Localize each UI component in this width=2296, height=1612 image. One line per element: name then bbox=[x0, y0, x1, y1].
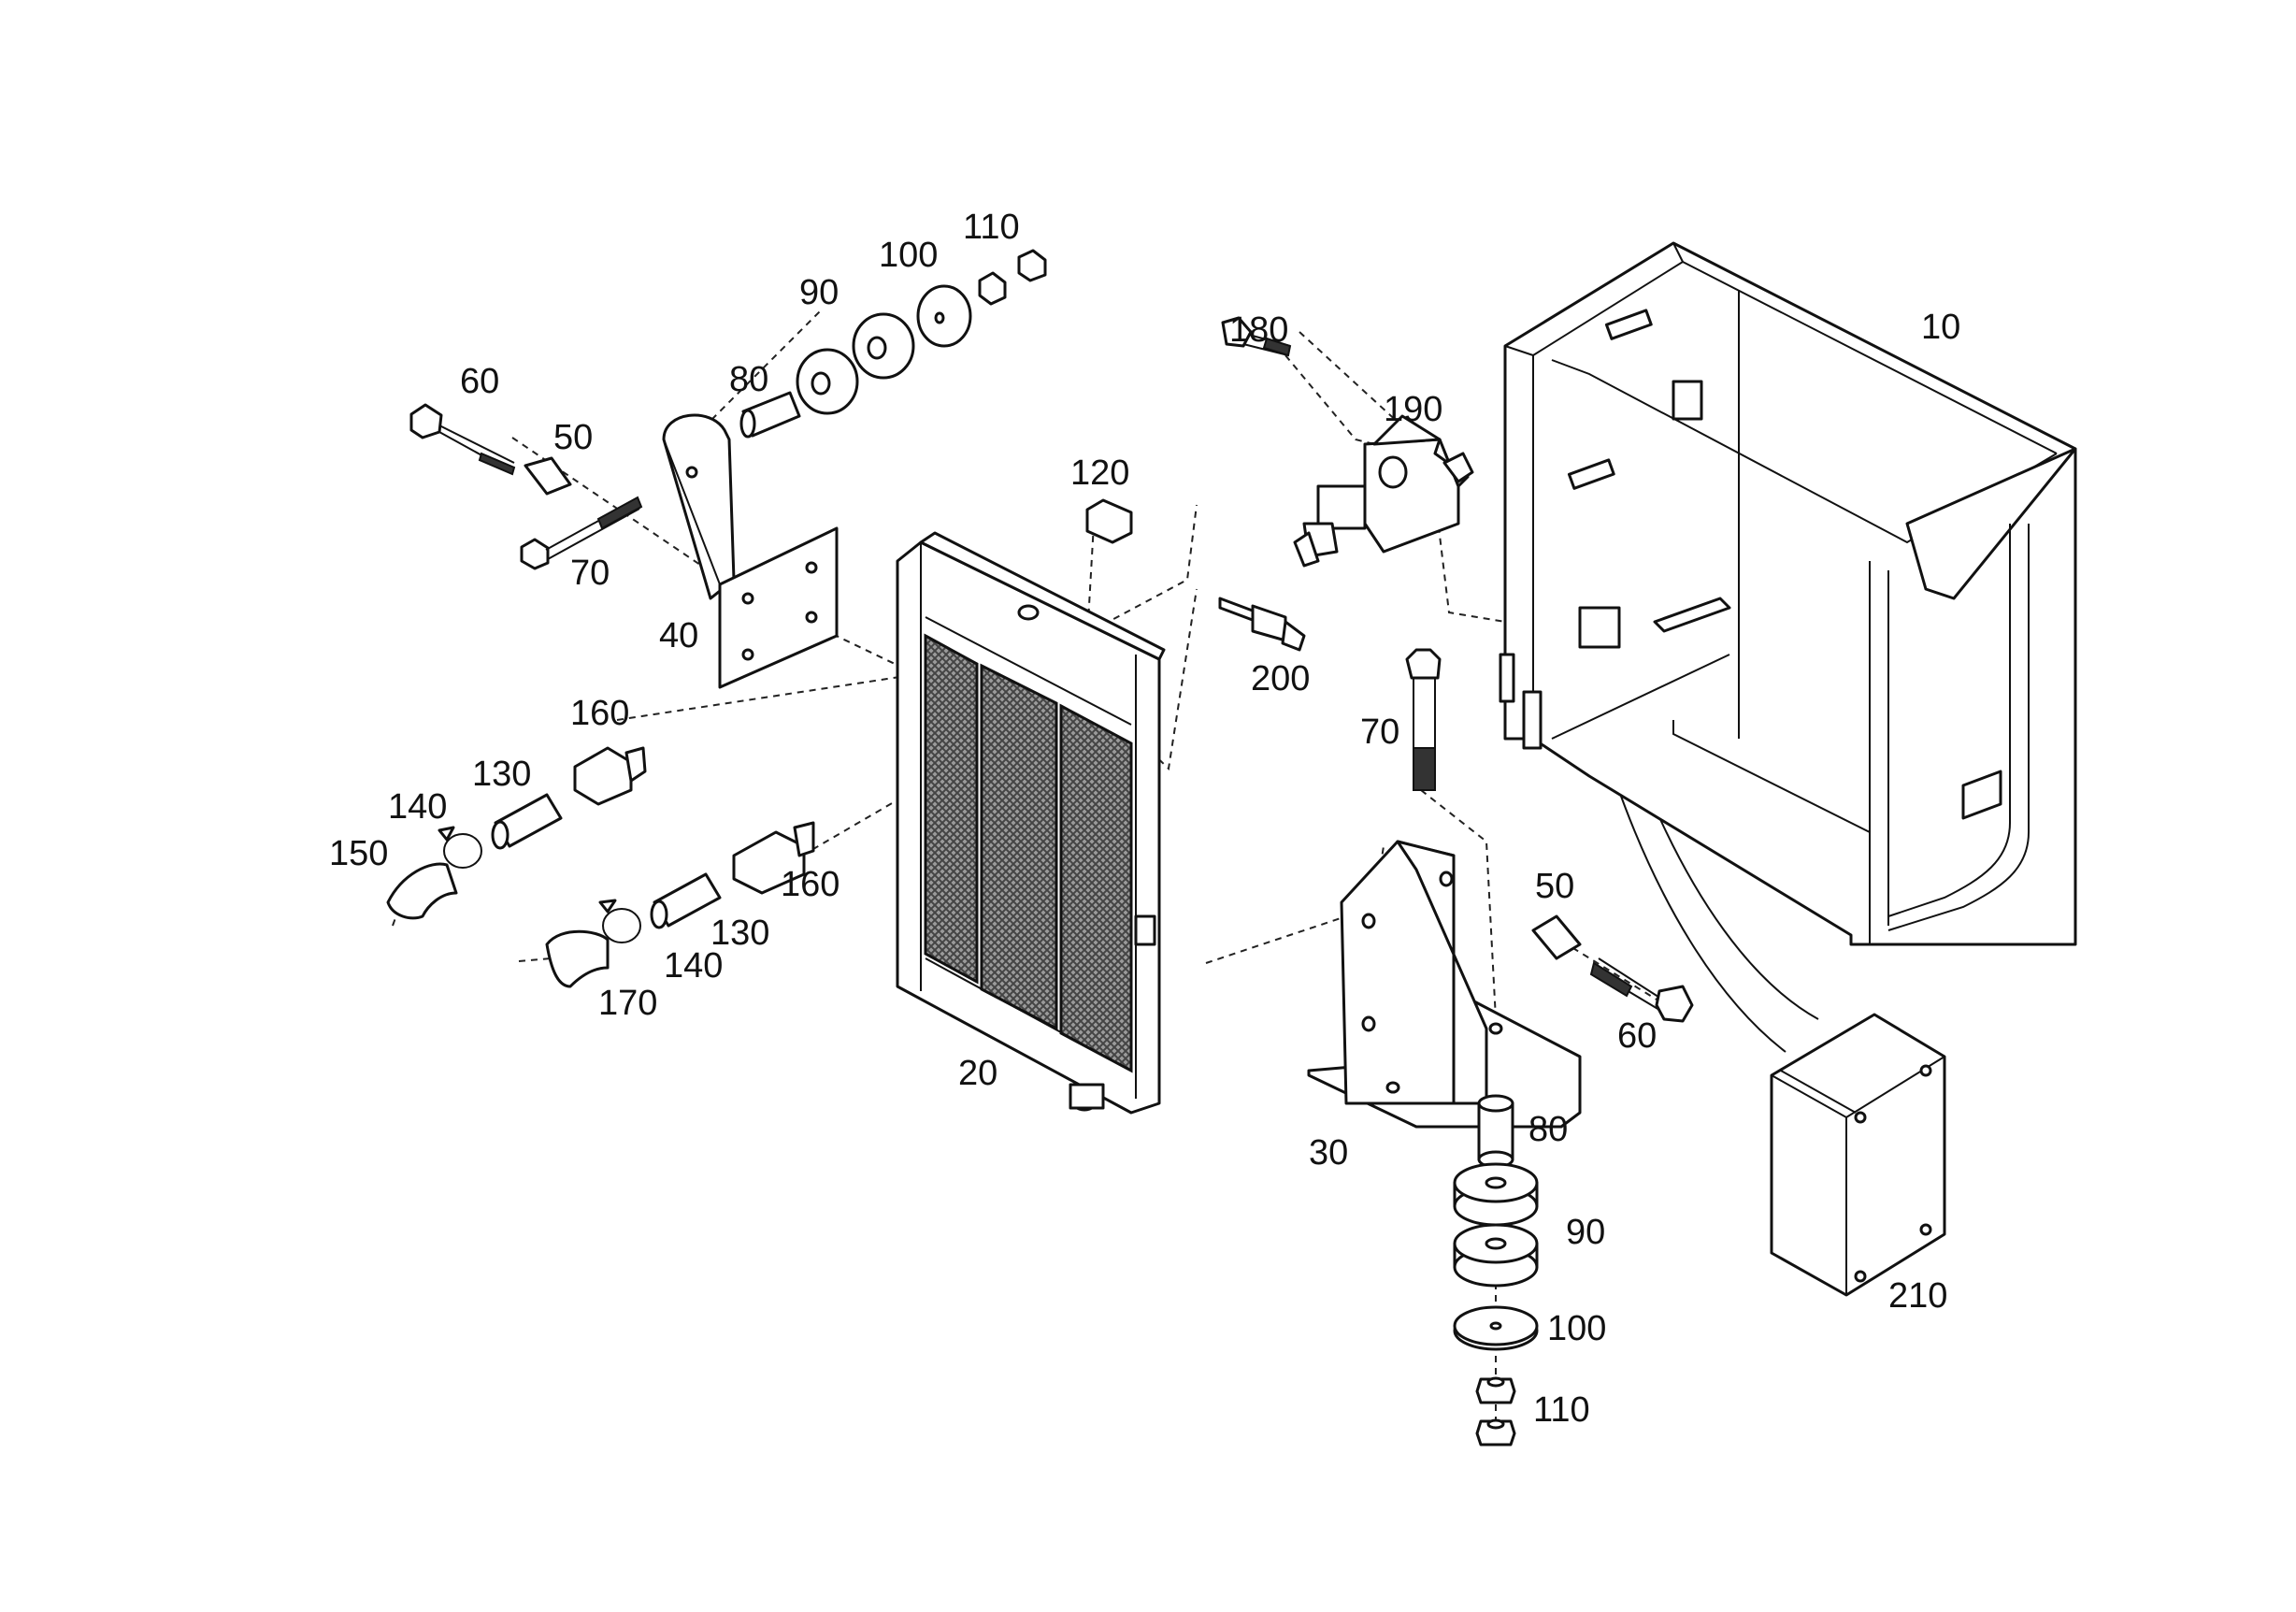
callout-100-top: 100 bbox=[879, 236, 938, 275]
elbow-170 bbox=[545, 929, 610, 988]
spacer-80-bottom bbox=[1477, 1094, 1514, 1169]
adapter-160-lower bbox=[732, 821, 815, 895]
callout-170: 170 bbox=[598, 984, 657, 1023]
washer-100-bottom bbox=[1453, 1305, 1539, 1351]
hose-130-lower bbox=[650, 872, 722, 929]
bolt-70-top bbox=[520, 496, 643, 570]
callout-labels: 10 20 30 40 50 50 60 60 70 70 80 80 90 9… bbox=[329, 208, 1960, 1430]
spacer-50-right bbox=[1531, 914, 1582, 960]
callout-140-lower: 140 bbox=[664, 946, 723, 986]
control-box-210 bbox=[1770, 1013, 1946, 1297]
callout-130-upper: 130 bbox=[472, 755, 531, 794]
mount-90-bottom bbox=[1453, 1162, 1539, 1288]
callout-90-top: 90 bbox=[799, 273, 839, 312]
mounting-bracket bbox=[1307, 840, 1582, 1129]
mount-90-top bbox=[796, 312, 915, 415]
callout-160-lower: 160 bbox=[781, 865, 839, 904]
washer-100-top bbox=[916, 284, 972, 348]
spacer-50-top bbox=[524, 456, 572, 496]
callout-50-top: 50 bbox=[553, 418, 593, 457]
callout-70-top: 70 bbox=[570, 554, 610, 593]
radiator-core bbox=[896, 531, 1166, 1115]
callout-50-right: 50 bbox=[1535, 867, 1574, 906]
callout-20: 20 bbox=[958, 1054, 997, 1093]
elbow-150 bbox=[386, 862, 458, 920]
adapter-160-upper bbox=[573, 746, 647, 806]
clamp-140-upper bbox=[438, 826, 482, 869]
callout-80-top: 80 bbox=[729, 360, 768, 399]
callout-10: 10 bbox=[1921, 308, 1960, 347]
callout-80-bottom: 80 bbox=[1528, 1110, 1568, 1149]
callout-30: 30 bbox=[1309, 1133, 1348, 1173]
callout-70-vertical: 70 bbox=[1360, 712, 1399, 752]
bolt-60-right bbox=[1589, 957, 1694, 1023]
plug-120 bbox=[1085, 498, 1133, 544]
callout-40: 40 bbox=[659, 616, 698, 655]
spacer-80-top bbox=[739, 391, 801, 439]
clamp-140-lower bbox=[598, 899, 641, 943]
bolt-60-top bbox=[409, 403, 516, 476]
callout-60-top: 60 bbox=[460, 362, 499, 401]
plate-bracket bbox=[662, 413, 839, 689]
callout-180: 180 bbox=[1229, 310, 1288, 350]
hose-130-upper bbox=[491, 793, 563, 850]
callout-90-bottom: 90 bbox=[1566, 1213, 1605, 1252]
callout-110-top: 110 bbox=[963, 208, 1020, 247]
callout-110-bottom: 110 bbox=[1533, 1390, 1590, 1430]
screw-180 bbox=[1221, 316, 1292, 357]
callout-100-bottom: 100 bbox=[1547, 1309, 1606, 1348]
callout-150: 150 bbox=[329, 834, 388, 873]
valve-190 bbox=[1293, 414, 1474, 568]
callout-160-upper: 160 bbox=[570, 694, 629, 733]
callout-200: 200 bbox=[1251, 659, 1310, 698]
callout-120: 120 bbox=[1070, 453, 1129, 493]
callout-190: 190 bbox=[1384, 390, 1442, 429]
housing-frame bbox=[1499, 241, 2077, 946]
callout-140-upper: 140 bbox=[388, 787, 447, 827]
callout-210: 210 bbox=[1888, 1276, 1947, 1316]
nut-110-bottom bbox=[1475, 1376, 1516, 1446]
bolt-70-vertical bbox=[1405, 648, 1442, 791]
nut-110-top bbox=[978, 249, 1047, 306]
callout-130-lower: 130 bbox=[710, 914, 769, 953]
sensor-200 bbox=[1218, 597, 1306, 652]
callout-60-right: 60 bbox=[1617, 1016, 1657, 1056]
